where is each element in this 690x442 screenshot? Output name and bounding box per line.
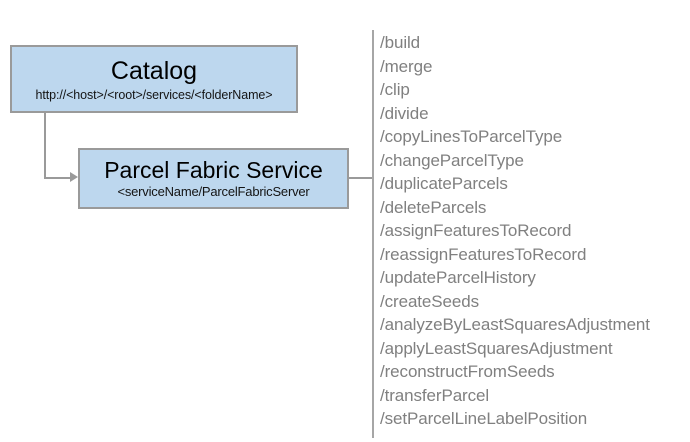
list-item[interactable]: /deleteParcels — [380, 197, 487, 217]
node-parcel-fabric-service-path: <serviceName/ParcelFabricServer — [117, 183, 310, 199]
list-item[interactable]: /assignFeaturesToRecord — [380, 221, 572, 240]
node-parcel-fabric-service[interactable]: Parcel Fabric Service <serviceName/Parce… — [78, 148, 349, 209]
node-catalog[interactable]: Catalog http://<host>/<root>/services/<f… — [10, 45, 298, 113]
list-item[interactable]: /merge — [380, 56, 433, 76]
list-item[interactable]: /build — [380, 33, 421, 52]
list-item[interactable]: /reassignFeaturesToRecord — [380, 244, 587, 264]
connector-catalog-to-service-vertical — [44, 112, 46, 179]
list-item[interactable]: /reconstructFromSeeds — [380, 362, 555, 381]
list-item[interactable]: /changeParcelType — [380, 150, 524, 170]
list-item[interactable]: /setParcelLineLabelPosition — [380, 409, 588, 428]
node-parcel-fabric-service-title: Parcel Fabric Service — [104, 156, 323, 183]
list-item[interactable]: /clip — [380, 80, 410, 99]
node-catalog-title: Catalog — [110, 56, 198, 85]
list-item[interactable]: /analyzeByLeastSquaresAdjustment — [380, 315, 650, 334]
operations-list: /build /merge /clip /divide /copyLinesTo… — [380, 31, 680, 431]
list-item[interactable]: /duplicateParcels — [380, 174, 508, 193]
operations-divider — [372, 30, 374, 438]
connector-service-to-operations — [349, 177, 374, 179]
list-item[interactable]: /applyLeastSquaresAdjustment — [380, 338, 613, 358]
list-item[interactable]: /transferParcel — [380, 385, 490, 405]
list-item[interactable]: /copyLinesToParcelType — [380, 127, 563, 146]
arrow-right-icon — [70, 172, 78, 182]
node-catalog-url: http://<host>/<root>/services/<folderNam… — [35, 87, 273, 102]
list-item[interactable]: /updateParcelHistory — [380, 268, 536, 287]
connector-catalog-to-service-horizontal — [44, 177, 72, 179]
list-item[interactable]: /createSeeds — [380, 291, 479, 311]
list-item[interactable]: /divide — [380, 103, 429, 123]
